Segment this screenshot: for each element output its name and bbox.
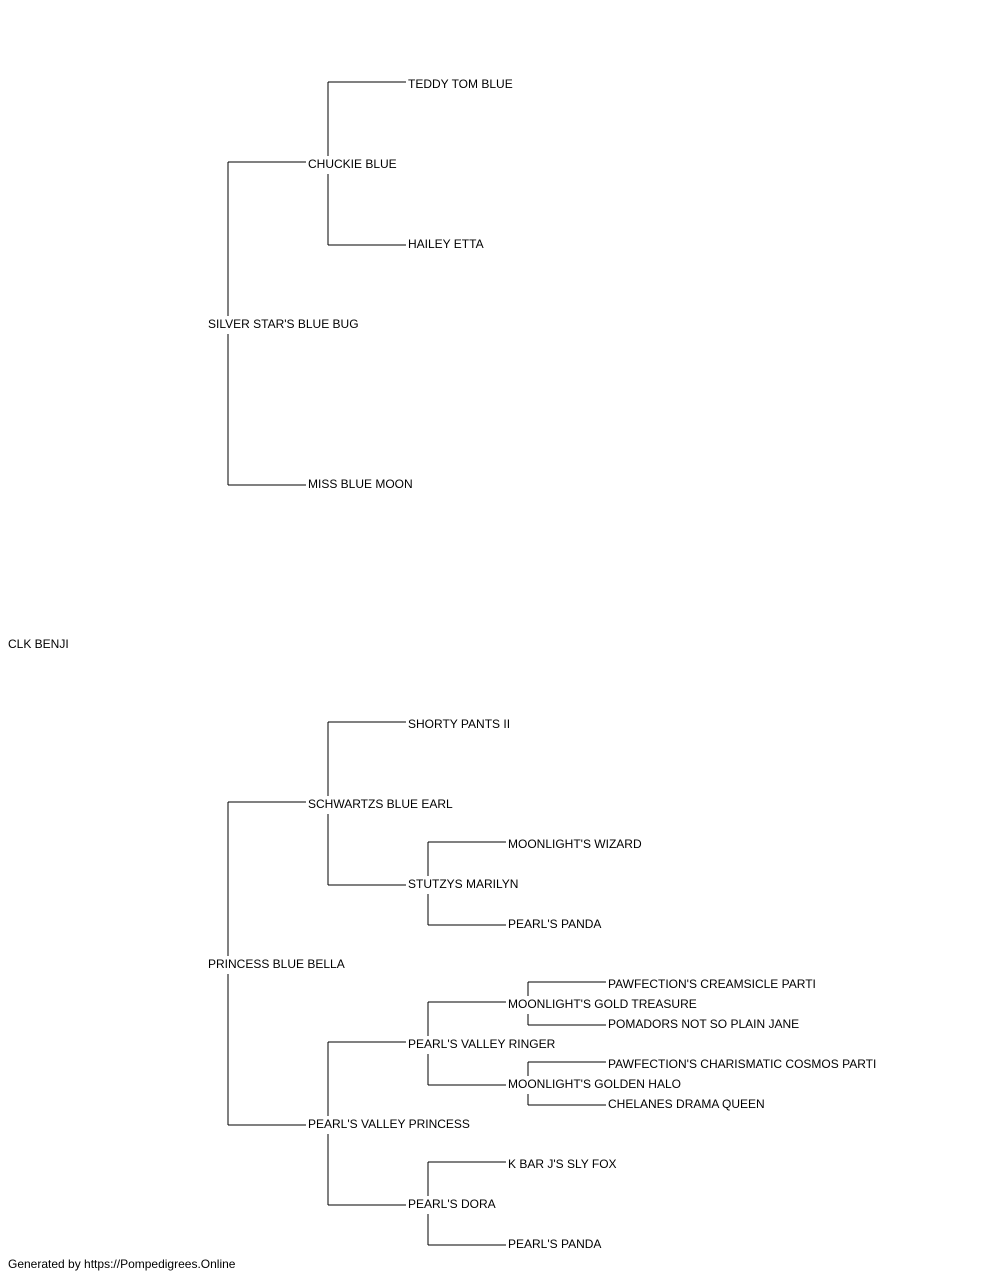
dam-dam-sire-sire-dam-name: POMADORS NOT SO PLAIN JANE — [608, 1017, 800, 1031]
sire-dam-name: MISS BLUE MOON — [308, 477, 413, 491]
dam-dam-dam-dam-name: PEARL'S PANDA — [508, 1237, 602, 1251]
dam-dam-sire-name: PEARL'S VALLEY RINGER — [408, 1037, 556, 1051]
sire-sire-dam-name: HAILEY ETTA — [408, 237, 484, 251]
sire-sire-name: CHUCKIE BLUE — [308, 157, 397, 171]
dam-dam-sire-sire-sire-name: PAWFECTION'S CREAMSICLE PARTI — [608, 977, 816, 991]
generated-by-footer: Generated by https://Pompedigrees.Online — [8, 1257, 236, 1271]
dam-dam-sire-dam-name: MOONLIGHT'S GOLDEN HALO — [508, 1077, 681, 1091]
dam-sire-dam-name: STUTZYS MARILYN — [408, 877, 519, 891]
subject-name: CLK BENJI — [8, 637, 69, 651]
dam-dam-name: PEARL'S VALLEY PRINCESS — [308, 1117, 470, 1131]
dam-dam-dam-sire-name: K BAR J'S SLY FOX — [508, 1157, 617, 1171]
dam-dam-sire-dam-sire-name: PAWFECTION'S CHARISMATIC COSMOS PARTI — [608, 1057, 877, 1071]
sire-name: SILVER STAR'S BLUE BUG — [208, 317, 359, 331]
dam-sire-sire-name: SHORTY PANTS II — [408, 717, 511, 731]
dam-dam-sire-sire-name: MOONLIGHT'S GOLD TREASURE — [508, 997, 697, 1011]
dam-sire-dam-dam-name: PEARL'S PANDA — [508, 917, 602, 931]
dam-sire-name: SCHWARTZS BLUE EARL — [308, 797, 453, 811]
sire-sire-sire-name: TEDDY TOM BLUE — [408, 77, 513, 91]
dam-dam-dam-name: PEARL'S DORA — [408, 1197, 496, 1211]
dam-name: PRINCESS BLUE BELLA — [208, 957, 345, 971]
dam-sire-dam-sire-name: MOONLIGHT'S WIZARD — [508, 837, 642, 851]
dam-dam-sire-dam-dam-name: CHELANES DRAMA QUEEN — [608, 1097, 765, 1111]
